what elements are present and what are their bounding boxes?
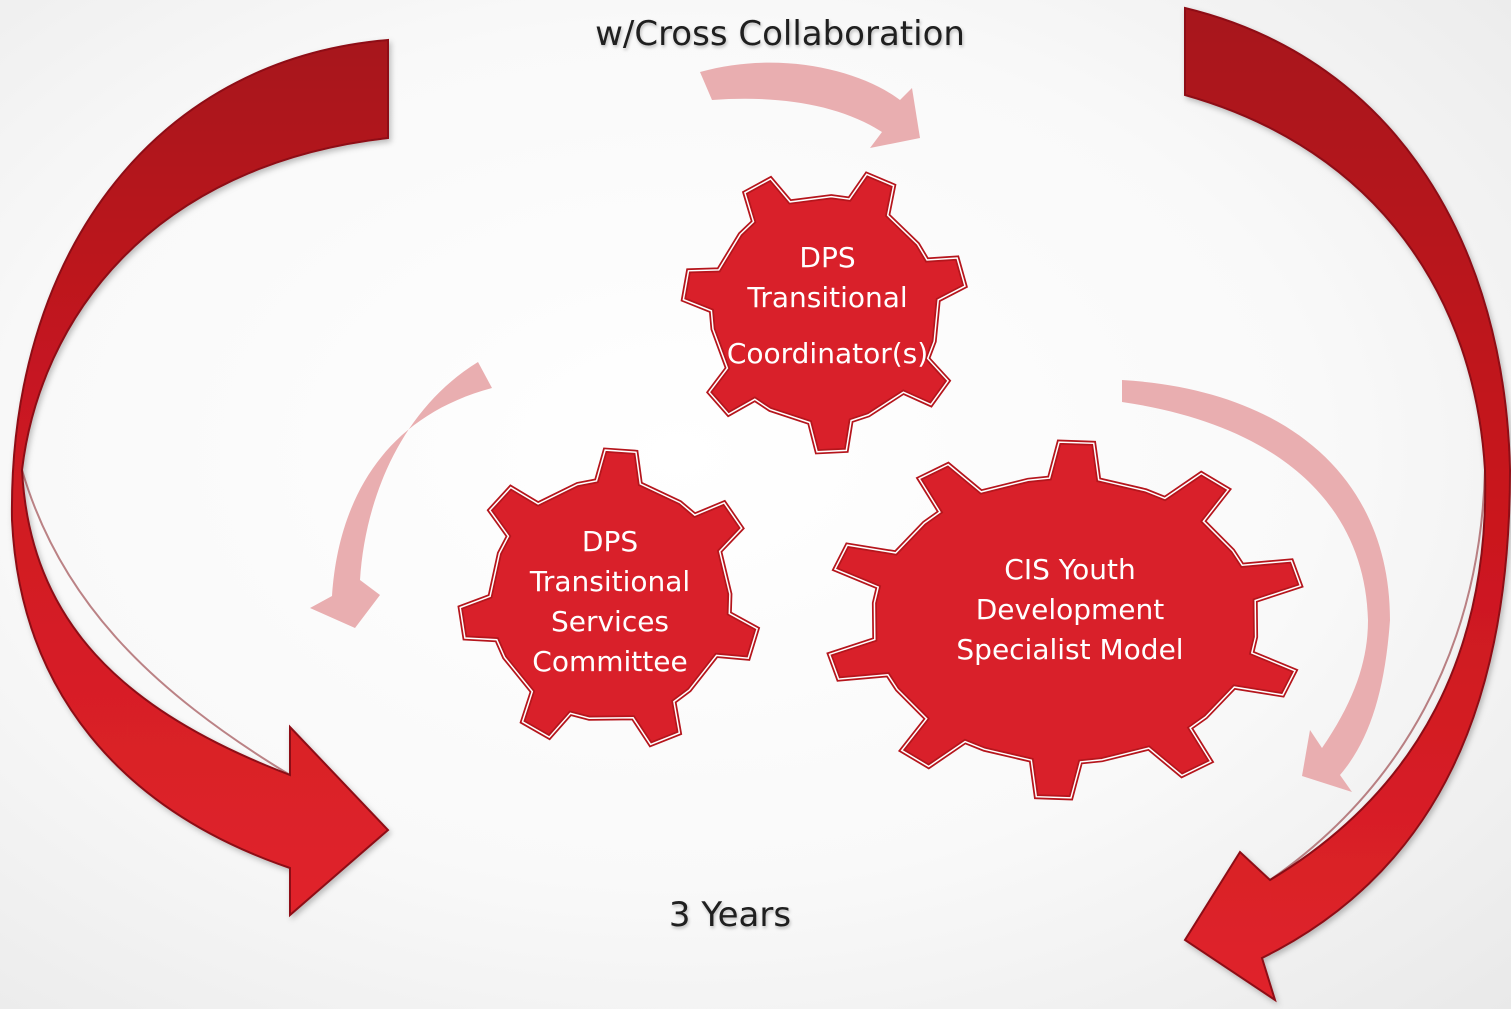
gear-label-line: Development (975, 593, 1165, 626)
gear-dps-transitional-coordinators-highlight (682, 173, 966, 453)
small-arrow-right (1122, 380, 1390, 792)
gear-label-line: DPS (799, 241, 856, 274)
gears-layer (457, 171, 1304, 801)
gear-label-services-committee: DPS Transitional Services Committee (480, 522, 740, 682)
gear-cis-youth-development-specialist-model-highlight (828, 441, 1302, 799)
diagram-subtitle: w/Cross Collaboration (595, 14, 965, 54)
right-cycle-arrow (1183, 6, 1511, 1003)
gear-label-line: Specialist Model (956, 633, 1184, 666)
gear-label-line: DPS (581, 525, 639, 558)
right-cycle-arrow-inner-fold (1269, 469, 1486, 881)
duration-label: 3 Years (668, 895, 792, 935)
gear-label-line: Committee (532, 645, 688, 678)
gear-label-line: CIS Youth (1004, 553, 1136, 586)
gear-label-line: Transitional (747, 281, 908, 314)
left-cycle-arrow-inner-fold (21, 469, 291, 776)
gear-label-line: Coordinator(s) (726, 337, 929, 370)
gear-label-line: Services (550, 605, 670, 638)
gear-dps-transitional-services-committee-highlight (459, 449, 759, 746)
left-cycle-arrow (10, 38, 390, 918)
gear-label-line: Transitional (529, 565, 691, 598)
gear-label-coordinators: DPS Transitional Coordinator(s) (700, 238, 955, 374)
gear-label-youth-development: CIS Youth Development Specialist Model (920, 550, 1220, 670)
small-arrow-left (310, 362, 492, 628)
small-arrow-top (700, 62, 920, 149)
